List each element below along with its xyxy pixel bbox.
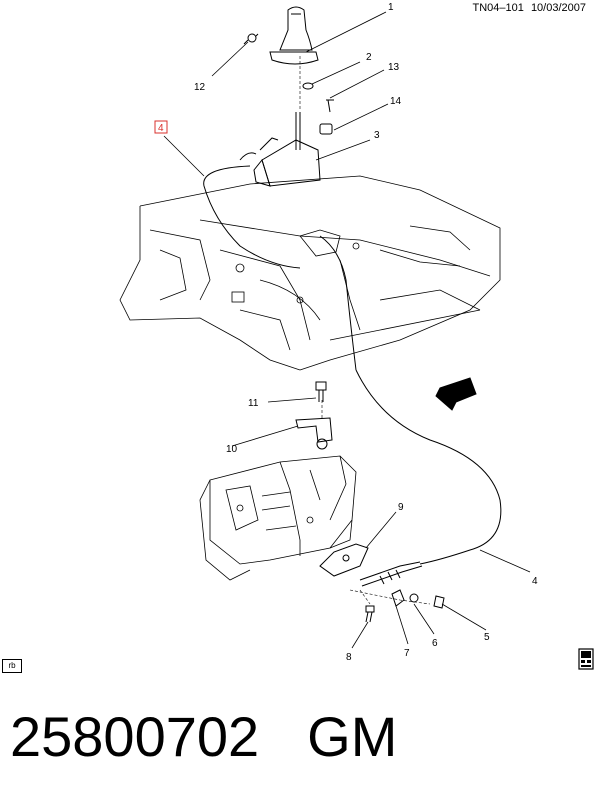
callout-12: 12 xyxy=(194,82,206,93)
callout-2: 2 xyxy=(366,52,372,63)
part-number: 25800702 xyxy=(10,705,260,768)
bolt-11 xyxy=(315,381,327,402)
vehicle-floor-pan xyxy=(119,175,501,371)
front-direction-arrow-icon xyxy=(435,377,477,411)
shift-knob xyxy=(269,6,319,65)
transmission xyxy=(199,455,357,581)
washer-2 xyxy=(302,82,314,90)
callout-6: 6 xyxy=(432,638,438,649)
exploded-parts-diagram: 1 2 13 14 3 12 4 11 10 9 4 5 6 7 8 xyxy=(119,2,538,663)
callout-4-lower: 4 xyxy=(532,576,538,587)
clip-14 xyxy=(319,123,333,135)
retainer-7 xyxy=(391,589,405,607)
callout-10: 10 xyxy=(226,444,238,455)
washer-6 xyxy=(409,593,419,603)
footer-part-info: 25800702 GM xyxy=(10,704,445,769)
reference-tag: rb xyxy=(2,659,22,673)
dashed-guide-lines xyxy=(299,56,431,605)
pin-13 xyxy=(326,99,334,113)
clip-5 xyxy=(433,595,445,609)
callout-13: 13 xyxy=(388,62,400,73)
figure-date: 10/03/2007 xyxy=(530,2,586,14)
callout-8: 8 xyxy=(346,652,352,663)
callout-14: 14 xyxy=(390,96,402,107)
bolt-12-thread xyxy=(243,33,259,45)
callout-3: 3 xyxy=(374,130,380,141)
figure-code: TN04–101 xyxy=(472,2,524,14)
leader-lines xyxy=(163,11,531,649)
document-icon xyxy=(578,648,594,670)
shifter-assembly xyxy=(239,112,321,187)
callout-7: 7 xyxy=(404,648,410,659)
callout-9: 9 xyxy=(398,502,404,513)
cable-bracket-9 xyxy=(319,543,369,577)
bolt-8 xyxy=(365,605,375,623)
shift-cable-upper xyxy=(203,165,301,269)
shift-cable-lower xyxy=(355,369,502,565)
bolt-12 xyxy=(247,33,257,43)
figure-header: TN04–101 10/03/2007 xyxy=(469,2,587,14)
callout-1: 1 xyxy=(388,2,394,13)
callout-4-upper: 4 xyxy=(158,123,164,134)
callout-5: 5 xyxy=(484,632,490,643)
bracket-10 xyxy=(295,417,333,450)
callout-11: 11 xyxy=(248,398,259,409)
brand-name: GM xyxy=(307,705,398,768)
cable-end-fitting xyxy=(359,561,423,587)
cable-to-floor xyxy=(319,235,357,371)
callout-4-highlight-box xyxy=(154,120,168,134)
